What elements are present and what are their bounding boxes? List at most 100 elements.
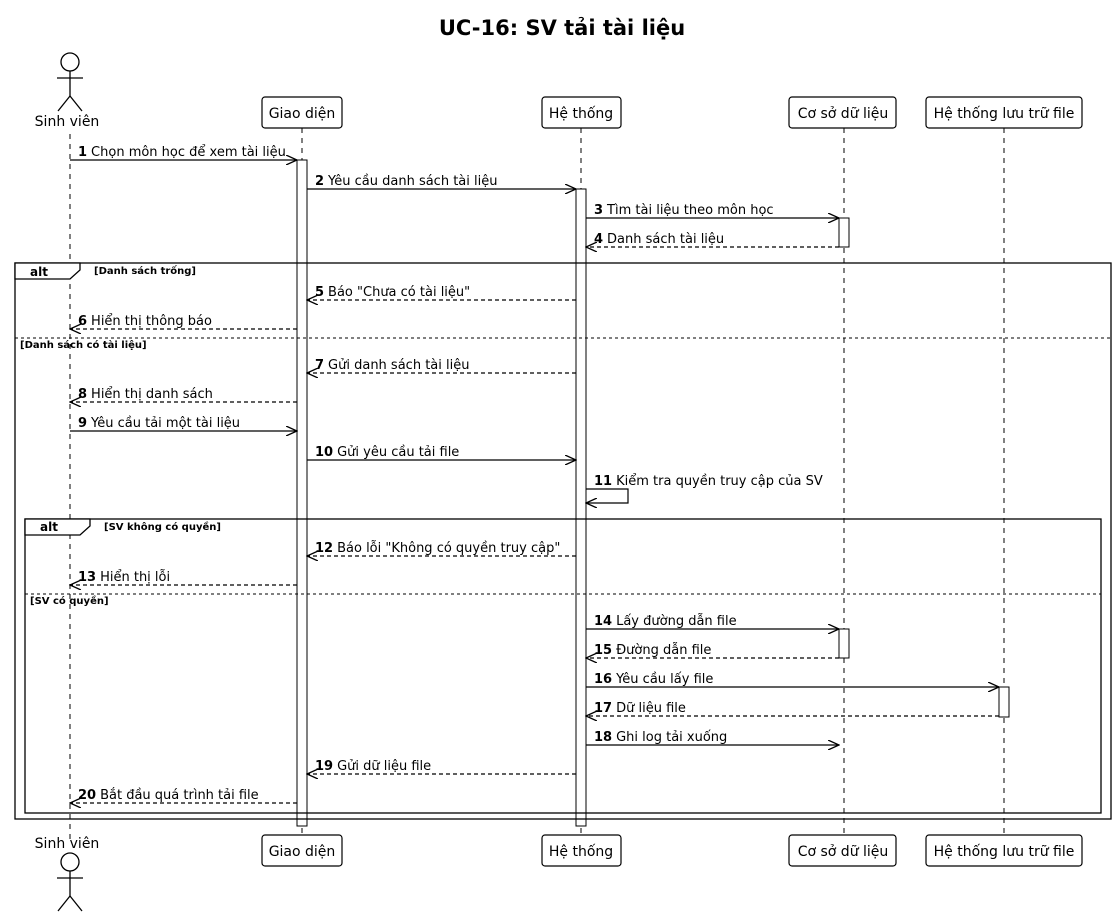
message-number: 2 [315, 174, 324, 189]
message-number: 8 [78, 387, 87, 402]
message-4: 4 Danh sách tài liệu [586, 232, 839, 247]
message-text: Hiển thị danh sách [91, 387, 213, 402]
message-text: Yêu cầu danh sách tài liệu [327, 174, 497, 189]
participant-box-co-so-du-lieu-bottom [788, 834, 897, 867]
participant-label-co-so-du-lieu: Cơ sở dữ liệu [798, 106, 889, 122]
message-17: 17 Dữ liệu file [586, 701, 999, 716]
message-7: 7 Gửi danh sách tài liệu [307, 358, 576, 373]
actor-sinh-vien-bottom [57, 852, 83, 912]
message-number: 1 [78, 145, 87, 160]
message-number: 16 [594, 672, 612, 687]
message-text: Yêu cầu lấy file [615, 672, 713, 687]
message-label: 4 Danh sách tài liệu [594, 232, 724, 247]
message-number: 12 [315, 541, 333, 556]
message-label: 6 Hiển thị thông báo [78, 314, 212, 329]
participant-label-he-thong-bottom: Hệ thống [549, 843, 613, 860]
message-number: 19 [315, 759, 333, 774]
message-number: 4 [594, 232, 603, 247]
message-number: 14 [594, 614, 612, 629]
message-label: 7 Gửi danh sách tài liệu [315, 358, 469, 373]
participant-box-he-thong-luu-tru-file [925, 96, 1083, 129]
message-text: Dữ liệu file [616, 701, 686, 716]
message-1: 1 Chọn môn học để xem tài liệu [70, 145, 297, 160]
message-number: 3 [594, 203, 603, 218]
message-text: Yêu cầu tải một tài liệu [90, 416, 240, 431]
actor-sinh-vien [57, 52, 83, 112]
message-text: Chọn môn học để xem tài liệu [91, 145, 286, 160]
participants-top: Sinh viên Giao diện Hệ thống Cơ sở dữ li… [35, 52, 1083, 130]
participant-box-giao-dien-bottom [261, 834, 343, 867]
fragment-frame-1 [14, 262, 1112, 820]
message-number: 10 [315, 445, 333, 460]
fragment-alt-2: alt [SV không có quyền] [SV có quyền] [24, 518, 1102, 814]
message-text: Đường dẫn file [616, 643, 711, 658]
message-label: 14 Lấy đường dẫn file [594, 614, 737, 629]
participant-box-he-thong-bottom [541, 834, 622, 867]
activation-he-thong-luu-tru-file [998, 686, 1010, 718]
fragment-frame-2 [24, 518, 1102, 814]
message-label: 15 Đường dẫn file [594, 643, 711, 658]
message-6: 6 Hiển thị thông báo [70, 314, 297, 329]
message-text: Hiển thị thông báo [91, 314, 212, 329]
message-text: Tìm tài liệu theo môn học [606, 203, 774, 218]
participant-label-he-thong-luu-tru-file-bottom: Hệ thống lưu trữ file [934, 843, 1075, 860]
participant-label-giao-dien-bottom: Giao diện [269, 844, 336, 860]
message-label: 18 Ghi log tải xuống [594, 730, 727, 745]
message-number: 5 [315, 285, 324, 300]
message-number: 20 [78, 788, 96, 803]
participant-label-he-thong: Hệ thống [549, 105, 613, 122]
message-15: 15 Đường dẫn file [586, 643, 839, 658]
message-text: Danh sách tài liệu [607, 232, 724, 247]
message-number: 7 [315, 358, 324, 373]
message-text: Gửi danh sách tài liệu [328, 358, 469, 373]
message-label: 8 Hiển thị danh sách [78, 387, 213, 402]
participant-label-sinh-vien: Sinh viên [35, 114, 100, 130]
participant-box-he-thong-luu-tru-file-bottom [925, 834, 1083, 867]
activation-he-thong [575, 188, 587, 827]
message-14: 14 Lấy đường dẫn file [586, 614, 839, 629]
message-text: Lấy đường dẫn file [616, 614, 737, 629]
message-number: 17 [594, 701, 612, 716]
message-text: Hiển thị lỗi [100, 570, 170, 585]
message-20: 20 Bắt đầu quá trình tải file [70, 788, 297, 803]
message-number: 11 [594, 474, 612, 489]
message-text: Bắt đầu quá trình tải file [100, 788, 259, 803]
participant-box-he-thong [541, 96, 622, 129]
message-number: 13 [78, 570, 96, 585]
diagram-title: UC-16: SV tải tài liệu [439, 16, 685, 40]
message-number: 18 [594, 730, 612, 745]
message-18: 18 Ghi log tải xuống [586, 730, 839, 745]
activation-co-so-du-lieu-1 [838, 217, 850, 248]
participant-label-co-so-du-lieu-bottom: Cơ sở dữ liệu [798, 844, 889, 860]
participants-bottom: Sinh viên Giao diện Hệ thống Cơ sở dữ li… [35, 834, 1083, 912]
message-8: 8 Hiển thị danh sách [70, 387, 297, 402]
message-number: 6 [78, 314, 87, 329]
message-text: Ghi log tải xuống [616, 730, 727, 745]
fragment-alt-1: alt [Danh sách trống] [Danh sách có tài … [14, 262, 1112, 820]
fragment-guard-2b: [SV có quyền] [30, 594, 109, 607]
participant-box-giao-dien [261, 96, 343, 129]
message-13: 13 Hiển thị lỗi [70, 570, 297, 585]
message-label: 1 Chọn môn học để xem tài liệu [78, 145, 286, 160]
lifelines [69, 128, 1005, 842]
participant-box-co-so-du-lieu [788, 96, 897, 129]
fragment-guard-1a: [Danh sách trống] [94, 264, 196, 277]
message-number: 15 [594, 643, 612, 658]
